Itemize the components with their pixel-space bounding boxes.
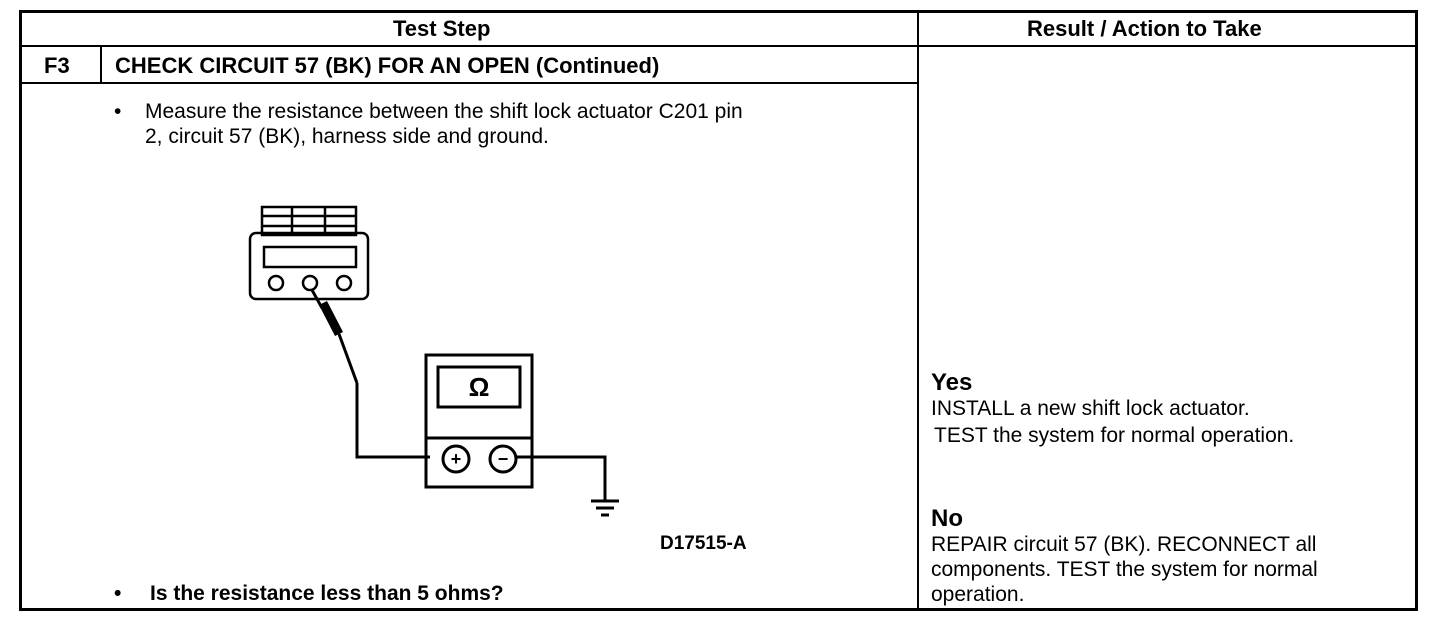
no-label: No bbox=[931, 505, 963, 532]
plus-terminal-label: + bbox=[451, 449, 462, 469]
ohmmeter-icon: Ω + − bbox=[424, 353, 534, 489]
step-id: F3 bbox=[44, 53, 70, 78]
ohm-symbol: Ω bbox=[469, 372, 490, 402]
header-divider bbox=[19, 45, 1418, 47]
instruction-line-1: Measure the resistance between the shift… bbox=[145, 100, 743, 123]
header-result-action: Result / Action to Take bbox=[1027, 16, 1262, 41]
no-action-line-1: REPAIR circuit 57 (BK). RECONNECT all bbox=[931, 533, 1317, 556]
bullet-marker: • bbox=[114, 100, 122, 123]
instruction-line-2: 2, circuit 57 (BK), harness side and gro… bbox=[145, 125, 549, 148]
connector-icon bbox=[248, 205, 370, 301]
minus-terminal-label: − bbox=[498, 449, 509, 469]
figure-id: D17515-A bbox=[660, 533, 747, 554]
yes-action-line-1: INSTALL a new shift lock actuator. bbox=[931, 397, 1250, 420]
ground-icon bbox=[516, 455, 619, 517]
step-title-divider bbox=[19, 82, 918, 84]
step-id-divider bbox=[100, 45, 102, 83]
yes-label: Yes bbox=[931, 369, 973, 396]
resistance-test-diagram: Ω + − bbox=[248, 205, 619, 517]
step-title: CHECK CIRCUIT 57 (BK) FOR AN OPEN (Conti… bbox=[115, 53, 660, 78]
no-action-line-3: operation. bbox=[931, 583, 1025, 606]
yes-action-line-2: TEST the system for normal operation. bbox=[934, 424, 1295, 447]
no-action-line-2: components. TEST the system for normal bbox=[931, 558, 1318, 581]
test-probe bbox=[310, 289, 430, 459]
header-test-step: Test Step bbox=[393, 16, 491, 41]
diagnostic-table bbox=[19, 10, 1418, 611]
bullet-marker: • bbox=[114, 582, 122, 605]
column-divider bbox=[917, 10, 919, 611]
question-text: Is the resistance less than 5 ohms? bbox=[150, 582, 504, 605]
